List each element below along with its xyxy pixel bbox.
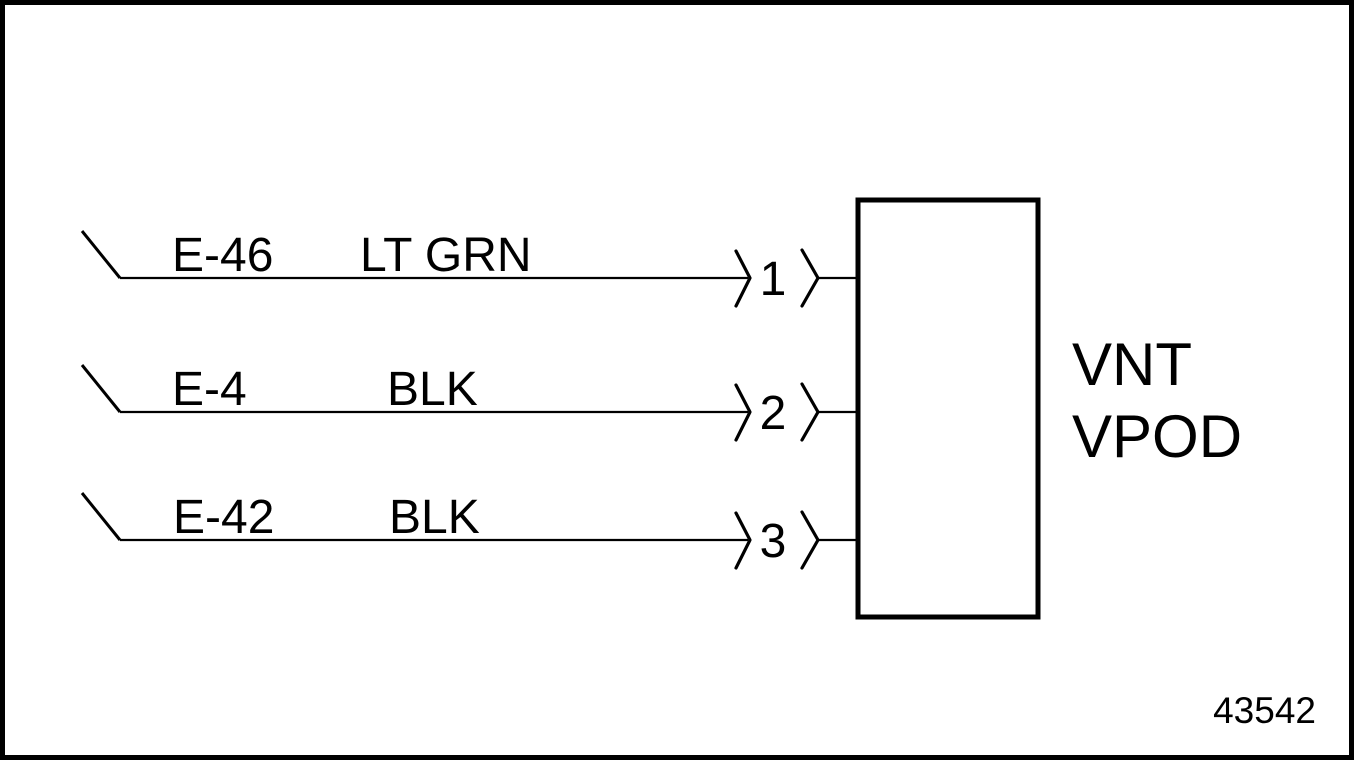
wire-lead-diagonal — [80, 230, 122, 279]
wire-color-label: LT GRN — [360, 229, 532, 282]
figure-number: 43542 — [1213, 690, 1316, 731]
pin-socket-chevron-icon — [800, 248, 820, 308]
connector-box — [855, 197, 1041, 620]
device-name-line1: VNT — [1072, 331, 1192, 398]
wire-end-chevron-icon — [734, 249, 752, 308]
pin-number: 3 — [760, 515, 787, 568]
pin-socket-chevron-icon — [800, 510, 820, 570]
wire-color-label: BLK — [389, 491, 480, 544]
wire-row-3: E-42 BLK 3 — [80, 491, 859, 570]
wire-lead-diagonal — [80, 492, 122, 541]
wire-label: E-42 — [173, 491, 274, 544]
wire-row-1: E-46 LT GRN 1 — [80, 229, 859, 308]
wire-end-chevron-icon — [734, 511, 752, 570]
wire-label: E-4 — [172, 363, 247, 416]
wire-color-label: BLK — [387, 363, 478, 416]
device-name-line2: VPOD — [1072, 403, 1242, 470]
wire-label: E-46 — [172, 229, 273, 282]
wire-end-chevron-icon — [734, 383, 752, 442]
pin-socket-chevron-icon — [800, 382, 820, 442]
wire-row-2: E-4 BLK 2 — [80, 363, 859, 442]
device-name: VNT VPOD — [1072, 331, 1242, 470]
pin-number: 2 — [760, 387, 787, 440]
pin-number: 1 — [760, 253, 787, 306]
wire-lead-diagonal — [80, 364, 122, 413]
